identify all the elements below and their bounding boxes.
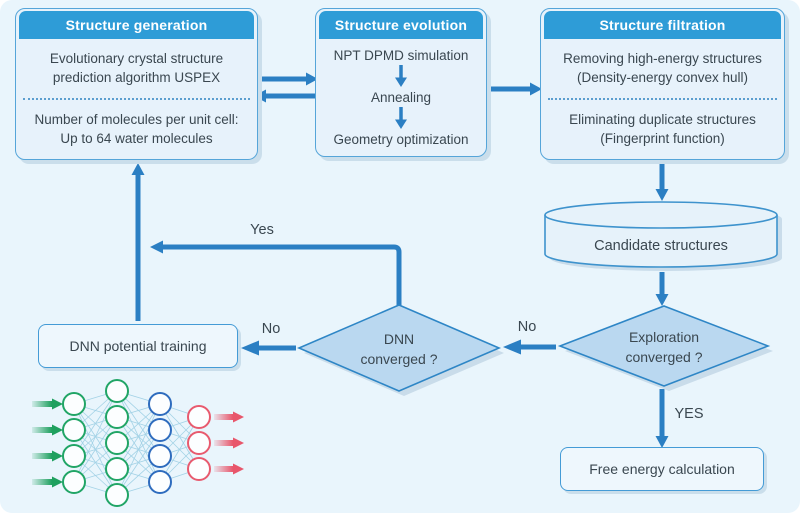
nn-neuron-hidden bbox=[105, 405, 129, 429]
arrowhead-up-icon bbox=[131, 163, 145, 175]
diamond-shadow bbox=[304, 310, 504, 396]
evolution-step-1: NPT DPMD simulation bbox=[333, 48, 469, 63]
structure-filtration-header: Structure filtration bbox=[544, 11, 781, 39]
filtration-rule-1: Removing high-energy structures (Density… bbox=[563, 50, 762, 85]
nn-output-arrowhead-icon bbox=[233, 411, 244, 423]
exploration-diamond-line2: converged ? bbox=[625, 349, 702, 365]
structure-filtration-body: Removing high-energy structures (Density… bbox=[541, 39, 784, 159]
nn-neuron-hidden bbox=[105, 457, 129, 481]
down-arrow-icon bbox=[395, 107, 407, 129]
nn-neuron-hidden bbox=[105, 379, 129, 403]
arrowhead-left-icon bbox=[241, 340, 259, 356]
nn-neuron-output bbox=[187, 431, 211, 455]
nn-output-arrow-icon bbox=[214, 466, 233, 472]
dnn-diamond-line1: DNN bbox=[384, 331, 414, 347]
arrowhead-left-icon bbox=[150, 240, 163, 254]
database-label: Candidate structures bbox=[594, 238, 728, 254]
nn-input-arrowhead-icon bbox=[52, 476, 63, 488]
generation-cell-text: Number of molecules per unit cell: Up to… bbox=[34, 111, 239, 146]
generation-method-text: Evolutionary crystal structure predictio… bbox=[49, 50, 224, 85]
nn-neuron-hidden bbox=[148, 444, 172, 468]
nn-input-arrowhead-icon bbox=[52, 450, 63, 462]
exploration-converged-diamond: Exploration converged ? bbox=[557, 305, 773, 391]
cylinder-body bbox=[544, 215, 778, 268]
nn-neuron-input bbox=[62, 392, 86, 416]
evolution-step-3: Geometry optimization bbox=[333, 132, 469, 147]
dnn-converged-diamond: DNN converged ? bbox=[296, 304, 504, 396]
dnn-training-label: DNN potential training bbox=[69, 338, 207, 354]
nn-input-arrowhead-icon bbox=[52, 398, 63, 410]
exploration-no-label: No bbox=[517, 319, 537, 335]
nn-link bbox=[73, 416, 118, 483]
nn-neuron-input bbox=[62, 418, 86, 442]
nn-input-arrow-icon bbox=[32, 479, 52, 485]
diamond-shape bbox=[557, 305, 771, 387]
filtration-rule-2: Eliminating duplicate structures (Finger… bbox=[569, 111, 756, 146]
nn-neuron-input bbox=[62, 444, 86, 468]
nn-link bbox=[116, 403, 161, 470]
structure-evolution-header: Structure evolution bbox=[319, 11, 483, 39]
arrowhead-down-icon bbox=[655, 294, 669, 306]
nn-neuron-hidden bbox=[105, 483, 129, 507]
nn-neuron-hidden bbox=[148, 418, 172, 442]
nn-link bbox=[159, 416, 200, 483]
nn-neuron-hidden bbox=[148, 392, 172, 416]
exploration-yes-label: YES bbox=[674, 406, 704, 422]
nn-input-arrow-icon bbox=[32, 401, 52, 407]
nn-output-arrow-icon bbox=[214, 440, 233, 446]
nn-output-arrowhead-icon bbox=[233, 437, 244, 449]
nn-neuron-output bbox=[187, 457, 211, 481]
nn-neuron-hidden bbox=[105, 431, 129, 455]
down-arrow-icon bbox=[395, 65, 407, 87]
nn-output-arrowhead-icon bbox=[233, 463, 244, 475]
arrow-dnn-yes bbox=[163, 244, 402, 306]
structure-filtration-box: Structure filtration Removing high-energ… bbox=[540, 8, 785, 160]
structure-generation-body: Evolutionary crystal structure predictio… bbox=[16, 39, 257, 159]
dnn-no-label: No bbox=[261, 321, 281, 337]
free-energy-calculation-node: Free energy calculation bbox=[560, 447, 764, 491]
nn-link bbox=[73, 390, 118, 483]
dotted-divider bbox=[23, 98, 250, 100]
dnn-yes-label: Yes bbox=[250, 222, 274, 238]
cylinder-shadow bbox=[550, 206, 782, 271]
dnn-diamond-line2: converged ? bbox=[360, 351, 437, 367]
nn-neuron-input bbox=[62, 470, 86, 494]
candidate-structures-cylinder: Candidate structures bbox=[544, 201, 782, 271]
nn-neuron-hidden bbox=[148, 470, 172, 494]
exploration-diamond-line1: Exploration bbox=[629, 329, 699, 345]
nn-neuron-output bbox=[187, 405, 211, 429]
nn-link bbox=[116, 429, 161, 496]
nn-link bbox=[116, 403, 161, 496]
structure-generation-header: Structure generation bbox=[19, 11, 254, 39]
dnn-potential-training-node: DNN potential training bbox=[38, 324, 238, 368]
dotted-divider bbox=[548, 98, 777, 100]
diamond-shape bbox=[296, 304, 502, 392]
free-energy-label: Free energy calculation bbox=[589, 461, 735, 477]
nn-output-arrow-icon bbox=[214, 414, 233, 420]
nn-link bbox=[73, 390, 118, 457]
diamond-shadow bbox=[565, 311, 773, 391]
arrowhead-down-icon bbox=[655, 189, 669, 201]
neural-network-illustration bbox=[32, 379, 244, 507]
evolution-step-2: Annealing bbox=[370, 90, 432, 105]
structure-evolution-box: Structure evolution NPT DPMD simulation … bbox=[315, 8, 487, 157]
structure-evolution-body: NPT DPMD simulation Annealing Geometry o… bbox=[316, 39, 486, 156]
nn-input-arrow-icon bbox=[32, 453, 52, 459]
nn-input-arrowhead-icon bbox=[52, 424, 63, 436]
cylinder-top bbox=[544, 201, 778, 229]
structure-generation-box: Structure generation Evolutionary crysta… bbox=[15, 8, 258, 160]
nn-input-arrow-icon bbox=[32, 427, 52, 433]
arrowhead-left-icon bbox=[503, 339, 521, 355]
